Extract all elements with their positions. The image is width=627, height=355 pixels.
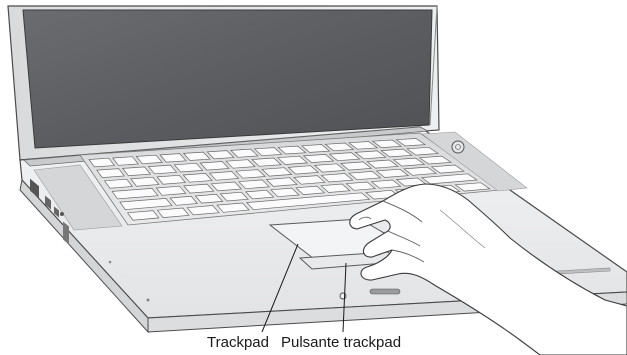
front-latch [370, 289, 400, 294]
callout-label-trackpad: Trackpad [207, 334, 269, 352]
keyboard-key [105, 179, 133, 188]
display-screen [23, 10, 432, 148]
callout-label-trackpad-button: Pulsante trackpad [281, 334, 401, 352]
power-button [452, 141, 464, 153]
